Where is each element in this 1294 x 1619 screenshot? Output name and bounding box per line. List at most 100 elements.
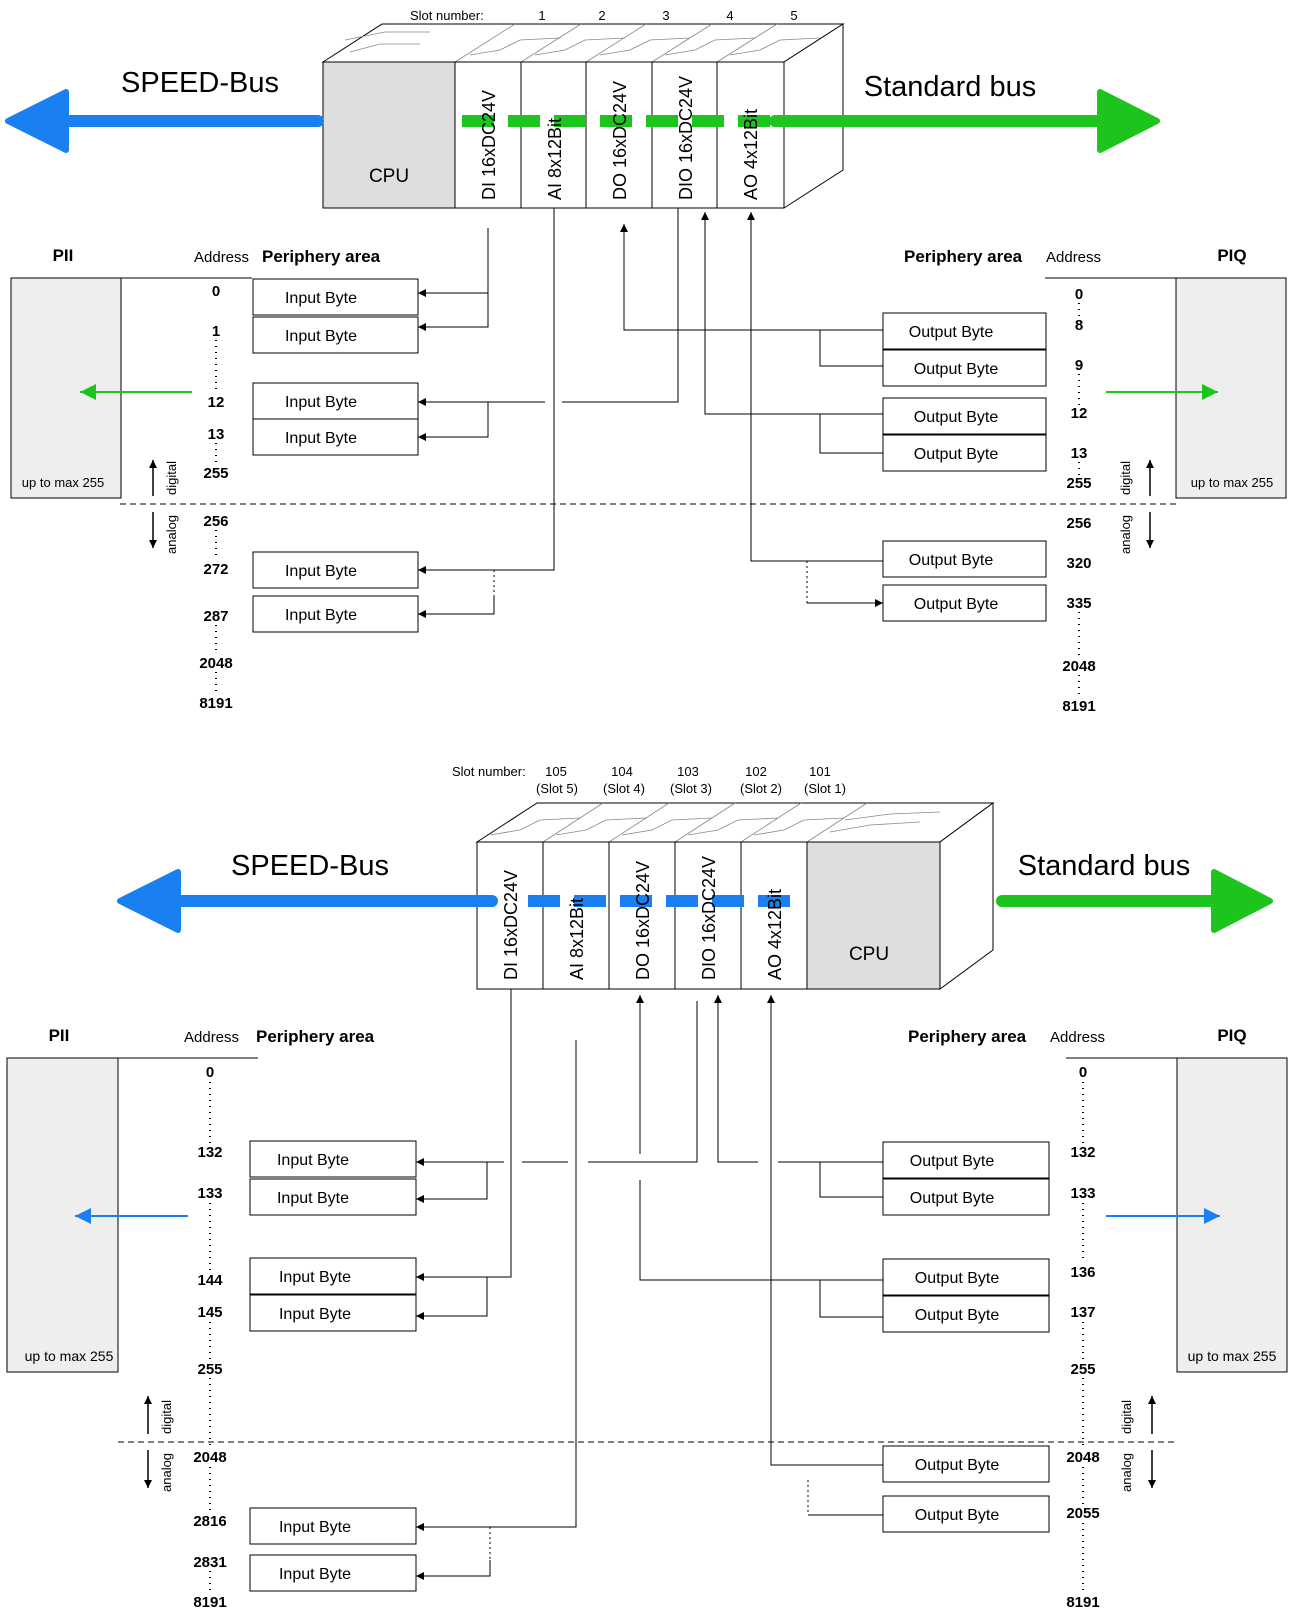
- out-addr-133: 133: [1070, 1185, 1095, 1202]
- input-byte-box: [252, 418, 419, 456]
- module-dio-2: [674, 841, 742, 990]
- module-ao: [716, 61, 785, 209]
- out-addr-137: 137: [1070, 1304, 1095, 1321]
- input-byte-box: [252, 551, 419, 589]
- module-ai: [520, 61, 587, 209]
- input-byte-box: [249, 1554, 417, 1592]
- connections-1: [418, 208, 883, 618]
- module-do-2: [608, 841, 676, 990]
- slot-101: 101: [809, 764, 831, 779]
- out-addr-0: 0: [1075, 286, 1083, 303]
- piq-label-2: PIQ: [1217, 1026, 1246, 1045]
- output-byte-label: Output Byte: [915, 1507, 1000, 1524]
- slot-1: 1: [538, 8, 545, 23]
- slot-105: 105: [545, 764, 567, 779]
- out-addr-136: 136: [1070, 1264, 1095, 1281]
- cpu-module-2: [806, 841, 941, 990]
- input-byte-box: [249, 1178, 417, 1216]
- input-byte-label: Input Byte: [279, 1519, 351, 1536]
- pii-label: PII: [53, 246, 74, 265]
- standard-bus-arrowhead-2: [1211, 869, 1273, 933]
- output-byte-box: [882, 1178, 1050, 1216]
- slot-3-sub: (Slot 3): [670, 781, 712, 796]
- analog-label-left-2: analog: [159, 1453, 174, 1492]
- out-addr-9: 9: [1075, 357, 1083, 374]
- input-byte-label: Input Byte: [277, 1152, 349, 1169]
- output-byte-box: [882, 584, 1047, 622]
- output-byte-label: Output Byte: [915, 1270, 1000, 1287]
- out-addr-8: 8: [1075, 317, 1083, 334]
- speed-bus-label-2: SPEED-Bus: [231, 850, 389, 882]
- pii-up-to: up to max 255: [22, 475, 104, 490]
- output-byte-box: [882, 397, 1047, 435]
- in-addr-2048: 2048: [193, 1449, 226, 1466]
- input-byte-box: [252, 278, 419, 316]
- module-dio-label-2: DIO 16xDC24V: [699, 856, 719, 980]
- out-addr-13: 13: [1071, 445, 1088, 462]
- cpu-label-2: CPU: [849, 944, 889, 965]
- module-di-2: [476, 841, 544, 990]
- analog-label-right-2: analog: [1119, 1453, 1134, 1492]
- digital-label-left-2: digital: [159, 1400, 174, 1434]
- speed-bus-arrowhead: [5, 89, 69, 153]
- slot-number-label-2: Slot number:: [452, 764, 526, 779]
- pii-up-to-2: up to max 255: [25, 1348, 114, 1364]
- periphery-area-right: Periphery area: [904, 247, 1023, 266]
- speed-bus-arrowhead-2: [117, 869, 181, 933]
- slot-2: 2: [598, 8, 605, 23]
- slot-5: 5: [790, 8, 797, 23]
- out-addr-8191: 8191: [1062, 698, 1095, 715]
- out-addr-2048: 2048: [1066, 1449, 1099, 1466]
- out-addr-12: 12: [1071, 405, 1088, 422]
- standard-bus-arrowhead: [1097, 89, 1160, 153]
- module-do-label-2: DO 16xDC24V: [633, 861, 653, 980]
- digital-label-right: digital: [1118, 461, 1133, 495]
- standard-bus-label-2: Standard bus: [1018, 850, 1191, 882]
- output-byte-label: Output Byte: [914, 361, 999, 378]
- input-byte-label: Input Byte: [285, 328, 357, 345]
- in-addr-144: 144: [197, 1272, 223, 1289]
- pii-box: [10, 277, 122, 499]
- output-byte-label: Output Byte: [910, 1190, 995, 1207]
- slot-number-label: Slot number:: [410, 8, 484, 23]
- output-byte-box: [882, 349, 1047, 387]
- in-addr-2831: 2831: [193, 1554, 226, 1571]
- output-byte-label: Output Byte: [915, 1307, 1000, 1324]
- slot-1-sub: (Slot 1): [804, 781, 846, 796]
- input-byte-label: Input Byte: [279, 1306, 351, 1323]
- output-byte-box: [882, 312, 1047, 350]
- output-byte-label: Output Byte: [914, 446, 999, 463]
- rack-top: [321, 23, 845, 63]
- output-bytes-1: Output Byte Output Byte Output Byte Outp…: [882, 312, 1047, 622]
- diagram-1: Slot number: 1 2 3 4 5 CPU SPEED-Bus: [5, 8, 1287, 715]
- out-addr-2048: 2048: [1062, 658, 1095, 675]
- slot-2-sub: (Slot 2): [740, 781, 782, 796]
- in-addr-0: 0: [212, 283, 220, 300]
- slot-3: 3: [662, 8, 669, 23]
- in-addr-13: 13: [208, 426, 225, 443]
- input-byte-label: Input Byte: [279, 1566, 351, 1583]
- input-byte-label: Input Byte: [279, 1269, 351, 1286]
- module-ao-label: AO 4x12Bit: [741, 109, 761, 200]
- address-header-right: Address: [1046, 249, 1101, 266]
- output-address-column: 0 8 9 12 13 255 256 320 335 2048 8191: [1062, 286, 1095, 715]
- piq-label: PIQ: [1217, 246, 1246, 265]
- out-addr-335: 335: [1066, 595, 1091, 612]
- in-addr-8191: 8191: [193, 1594, 226, 1611]
- output-byte-box: [882, 540, 1047, 578]
- input-byte-box: [249, 1294, 417, 1332]
- module-ai-label-2: AI 8x12Bit: [567, 898, 587, 980]
- module-do-label: DO 16xDC24V: [610, 81, 630, 200]
- output-byte-label: Output Byte: [909, 324, 994, 341]
- out-addr-0: 0: [1079, 1064, 1087, 1081]
- diagram-2: Slot number: 105 104 103 102 101 (Slot 5…: [6, 764, 1288, 1611]
- out-addr-320: 320: [1066, 555, 1091, 572]
- input-byte-box: [252, 316, 419, 354]
- output-byte-label: Output Byte: [915, 1457, 1000, 1474]
- in-addr-2048: 2048: [199, 655, 232, 672]
- in-addr-12: 12: [208, 394, 225, 411]
- input-byte-box: [252, 382, 419, 420]
- input-bytes-2: Input Byte Input Byte Input Byte Input B…: [249, 1140, 417, 1592]
- in-addr-133: 133: [197, 1185, 222, 1202]
